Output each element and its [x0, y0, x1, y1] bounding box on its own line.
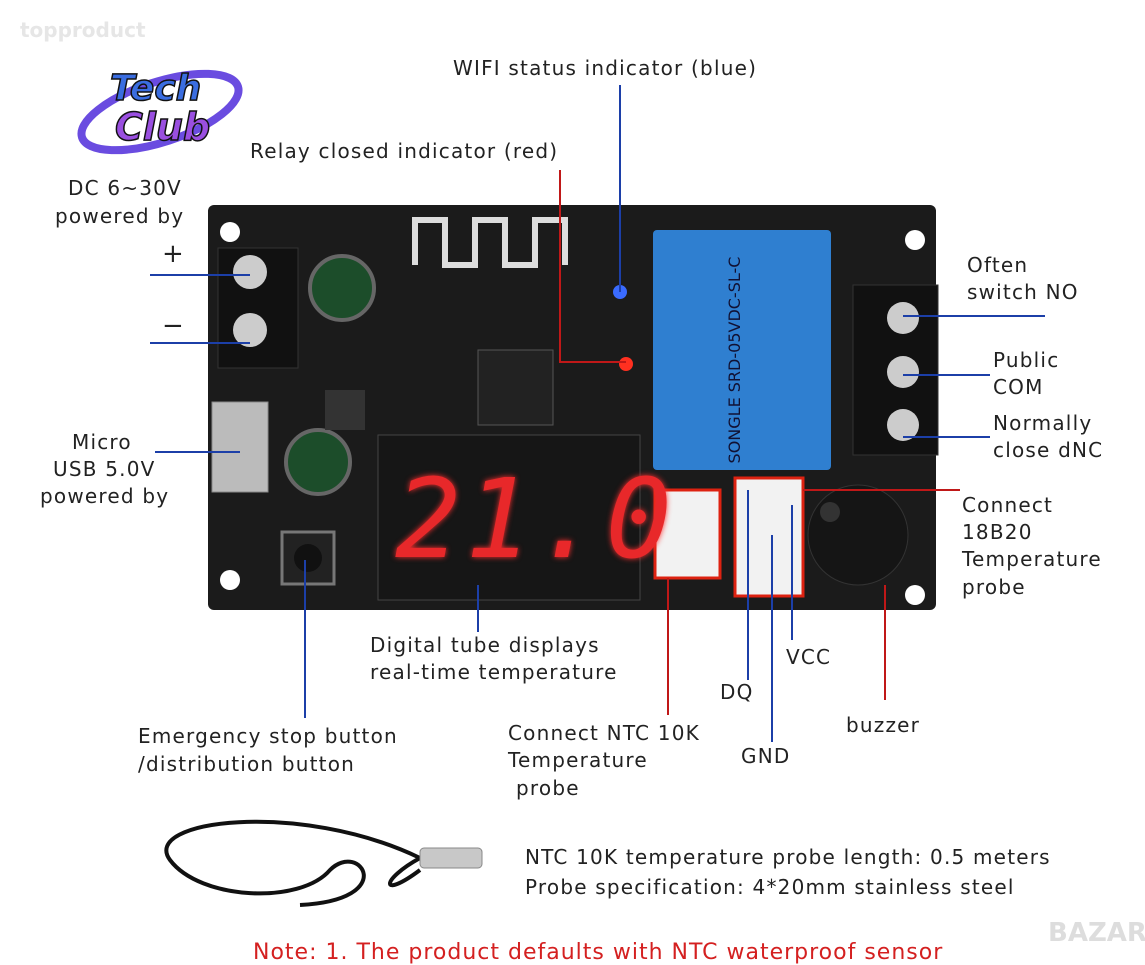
label-wifi: WIFI status indicator (blue) — [453, 56, 758, 80]
svg-text:Club: Club — [115, 105, 210, 149]
watermark-bazar: BAZAR — [1048, 918, 1145, 948]
label-dc-2: powered by — [55, 204, 185, 228]
label-usb-1: Micro — [72, 430, 132, 454]
mcu-chip — [477, 349, 554, 426]
ntc-connector — [653, 488, 722, 580]
label-nc-2: close dNC — [993, 438, 1104, 462]
watermark-topproduct: topproduct — [20, 18, 146, 42]
display-reading: 21.0 — [395, 455, 676, 583]
label-minus: − — [162, 311, 185, 341]
label-usb-2: USB 5.0V — [53, 457, 156, 481]
label-ntc-2: Temperature — [508, 748, 648, 772]
label-ds-4: probe — [962, 575, 1026, 599]
relay — [653, 230, 831, 470]
svg-text:SONGLE SRD-05VDC-SL-C: SONGLE SRD-05VDC-SL-C — [725, 257, 744, 464]
spec-material: Probe specification: 4*20mm stainless st… — [525, 875, 1015, 899]
label-buzzer: buzzer — [846, 713, 921, 737]
buzzer — [807, 484, 909, 586]
label-no-1: Often — [967, 253, 1029, 277]
label-ds-2: 18B20 — [962, 520, 1033, 544]
label-com-2: COM — [993, 375, 1044, 399]
label-tube-2: real-time temperature — [370, 660, 618, 684]
tech-club-logo: Tech Club — [77, 67, 243, 155]
label-vcc: VCC — [786, 645, 832, 669]
label-ds-1: Connect — [962, 493, 1054, 517]
seven-segment-display — [377, 434, 641, 601]
label-com-1: Public — [993, 348, 1060, 372]
label-nc-1: Normally — [993, 411, 1093, 435]
label-button-2: /distribution button — [138, 752, 356, 776]
note-text: Note: 1. The product defaults with NTC w… — [253, 940, 944, 965]
spec-length: NTC 10K temperature probe length: 0.5 me… — [525, 845, 1051, 869]
label-dc-1: DC 6~30V — [68, 176, 182, 200]
label-usb-3: powered by — [40, 484, 170, 508]
label-button-1: Emergency stop button — [138, 724, 398, 748]
label-plus: + — [162, 239, 185, 269]
label-ntc-3: probe — [516, 776, 580, 800]
label-gnd: GND — [741, 744, 791, 768]
micro-usb-port — [211, 401, 269, 493]
label-no-2: switch NO — [967, 280, 1079, 304]
label-dq: DQ — [720, 680, 754, 704]
label-ds-3: Temperature — [962, 547, 1102, 571]
svg-text:Tech: Tech — [110, 68, 201, 109]
ntc-probe-image — [164, 819, 483, 907]
stop-button — [280, 530, 336, 586]
relay-led-red — [619, 357, 633, 371]
label-ntc-1: Connect NTC 10K — [508, 721, 700, 745]
label-relay-indicator: Relay closed indicator (red) — [250, 139, 559, 163]
label-tube-1: Digital tube displays — [370, 633, 600, 657]
